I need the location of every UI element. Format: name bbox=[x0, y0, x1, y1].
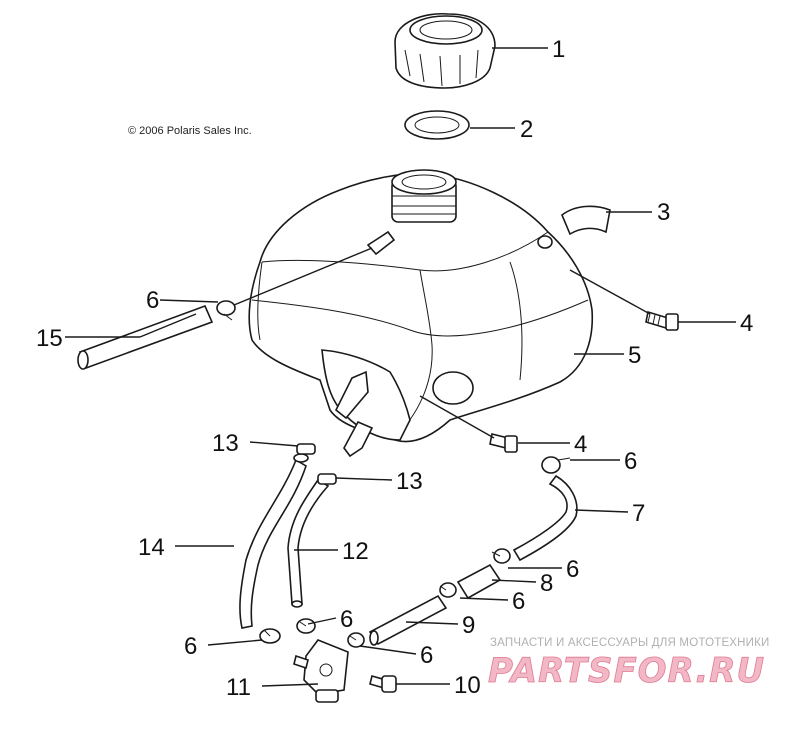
part-fuel-valve-11 bbox=[293, 639, 349, 703]
callout-2: 2 bbox=[520, 116, 533, 143]
callout-6g: 6 bbox=[420, 642, 433, 669]
callout-6d: 6 bbox=[512, 588, 525, 615]
callout-6f: 6 bbox=[340, 606, 353, 633]
part-hose-7 bbox=[512, 474, 578, 562]
callout-6e: 6 bbox=[184, 633, 197, 660]
clamp-6f bbox=[296, 618, 316, 634]
part-hose-9 bbox=[368, 594, 448, 646]
callout-6a: 6 bbox=[146, 287, 159, 314]
clamp-6e bbox=[259, 628, 281, 644]
clamp-6c bbox=[491, 548, 511, 564]
copyright-text: © 2006 Polaris Sales Inc. bbox=[128, 125, 252, 137]
callout-13b: 13 bbox=[396, 468, 423, 495]
part-fuel-cap bbox=[394, 12, 496, 89]
part-screw-10 bbox=[369, 675, 397, 693]
clamp-6g bbox=[347, 632, 365, 648]
watermark: ЗАПЧАСТИ И АКСЕССУАРЫ ДЛЯ МОТОТЕХНИКИ PA… bbox=[488, 637, 770, 691]
callout-10: 10 bbox=[454, 672, 481, 699]
callout-6b: 6 bbox=[624, 448, 637, 475]
clamp-6b bbox=[541, 456, 571, 474]
part-gasket bbox=[404, 110, 470, 140]
callout-12: 12 bbox=[342, 538, 369, 565]
callout-13a: 13 bbox=[212, 430, 239, 457]
callout-numbers: 1 2 3 4 5 6 15 4 6 7 6 8 6 9 13 13 12 14… bbox=[36, 36, 753, 701]
part-clamps-13 bbox=[296, 443, 337, 485]
callout-8: 8 bbox=[540, 570, 553, 597]
callout-4b: 4 bbox=[574, 431, 587, 458]
part-pad bbox=[561, 205, 611, 236]
callout-7: 7 bbox=[632, 500, 645, 527]
part-fuel-tank bbox=[248, 169, 594, 458]
part-hose-14 bbox=[239, 453, 309, 629]
clamp-6d bbox=[439, 582, 457, 598]
callout-1: 1 bbox=[552, 36, 565, 63]
part-bolt-4b bbox=[489, 433, 518, 453]
part-filter-8 bbox=[456, 563, 502, 600]
clamp-6a bbox=[216, 300, 236, 321]
watermark-logo: PARTSFOR.RU bbox=[488, 651, 765, 691]
callout-3: 3 bbox=[657, 199, 670, 226]
callout-5: 5 bbox=[628, 342, 641, 369]
callout-6c: 6 bbox=[566, 556, 579, 583]
part-clamps bbox=[216, 300, 571, 648]
watermark-tagline: ЗАПЧАСТИ И АКСЕССУАРЫ ДЛЯ МОТОТЕХНИКИ bbox=[490, 637, 770, 649]
callout-4a: 4 bbox=[740, 310, 753, 337]
callout-15: 15 bbox=[36, 325, 63, 352]
part-bolt-4a bbox=[645, 310, 679, 331]
callout-14: 14 bbox=[138, 534, 165, 561]
callout-9: 9 bbox=[462, 612, 475, 639]
leader-lines bbox=[65, 47, 736, 687]
part-hose-12 bbox=[287, 478, 330, 608]
callout-11: 11 bbox=[226, 674, 251, 701]
